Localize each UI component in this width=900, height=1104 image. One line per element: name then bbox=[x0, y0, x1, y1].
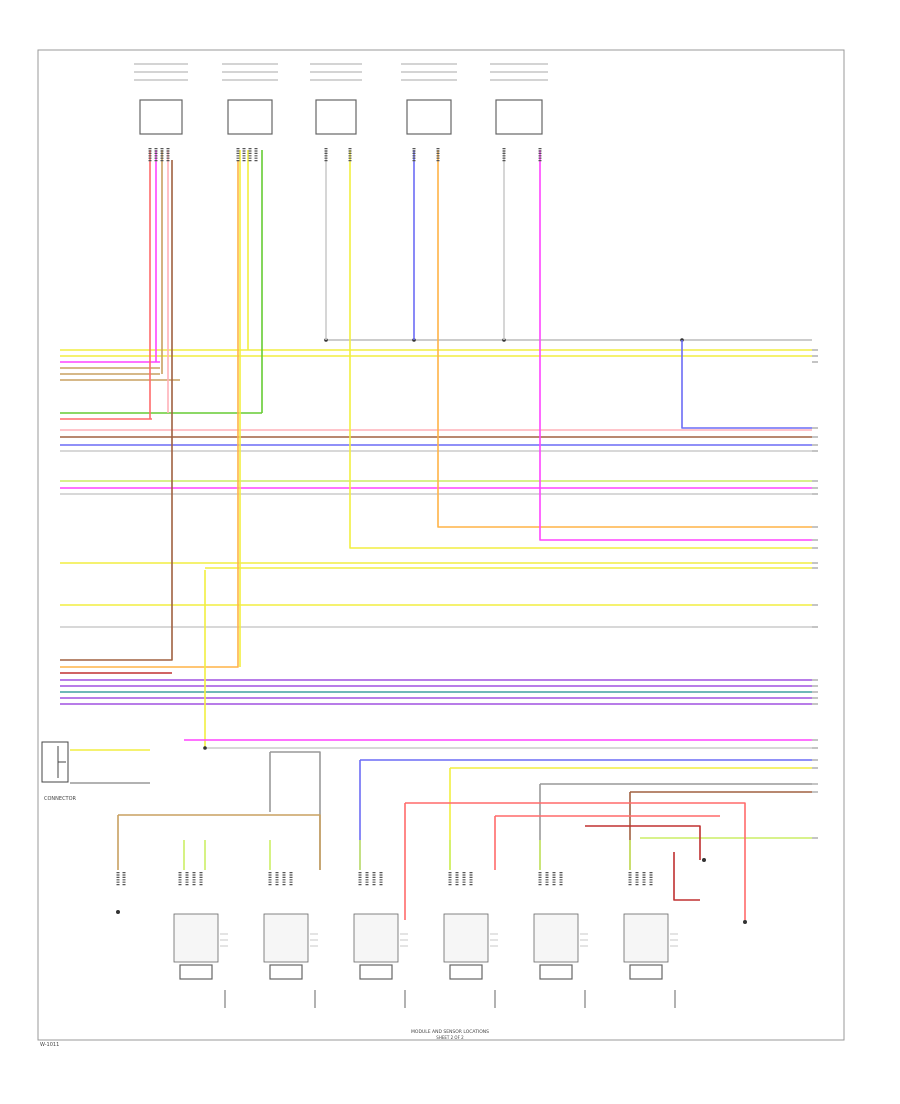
ground-point bbox=[116, 910, 120, 914]
top-module-box bbox=[406, 99, 452, 135]
module-connector-body bbox=[443, 913, 489, 963]
diagram-code: W-1011 bbox=[40, 1042, 59, 1048]
module-connector-body bbox=[263, 913, 309, 963]
top-module-box bbox=[495, 99, 543, 135]
sensor-module-box bbox=[449, 964, 483, 980]
wire bbox=[349, 150, 812, 549]
connector-symbol bbox=[41, 741, 69, 783]
module-connector-body bbox=[353, 913, 399, 963]
module-connector-body bbox=[173, 913, 219, 963]
top-module-box bbox=[315, 99, 357, 135]
sensor-module-box bbox=[179, 964, 213, 980]
module-connector-body bbox=[623, 913, 669, 963]
splice-dot bbox=[203, 746, 207, 750]
diagram-frame bbox=[37, 49, 845, 1041]
wire bbox=[405, 802, 746, 920]
wire bbox=[681, 340, 812, 429]
module-connector-body bbox=[533, 913, 579, 963]
footer-subtitle: SHEET 2 OF 2 bbox=[436, 1035, 464, 1040]
splice-point bbox=[743, 920, 747, 924]
connector-label: CONNECTOR bbox=[44, 796, 77, 802]
sensor-module-box bbox=[539, 964, 573, 980]
footer-title: MODULE AND SENSOR LOCATIONS bbox=[411, 1029, 489, 1035]
sensor-module-box bbox=[629, 964, 663, 980]
wire-sensor-1 bbox=[60, 160, 173, 661]
component-layer bbox=[116, 63, 818, 1008]
wire bbox=[437, 150, 812, 528]
wire bbox=[673, 852, 700, 901]
sensor-module-box bbox=[359, 964, 393, 980]
top-module-box bbox=[227, 99, 273, 135]
wire bbox=[270, 751, 321, 870]
wire bbox=[118, 814, 321, 870]
wire bbox=[539, 150, 812, 541]
sensor-module-box bbox=[269, 964, 303, 980]
wire bbox=[585, 825, 701, 860]
top-module-box bbox=[139, 99, 183, 135]
wire-sensor-2 bbox=[60, 160, 239, 668]
splice-point bbox=[702, 858, 706, 862]
wire-layer bbox=[60, 150, 812, 920]
